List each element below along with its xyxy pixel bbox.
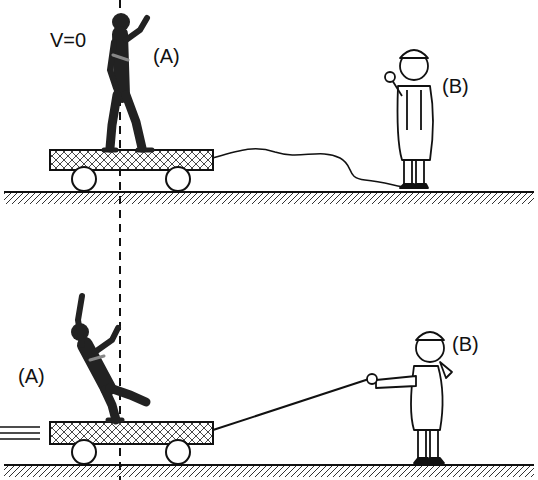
person-label: (A): [18, 366, 45, 386]
cart-wheel: [72, 440, 96, 464]
cart-platform: [50, 422, 213, 444]
slack-rope: [213, 149, 410, 188]
person-b-pulling: [367, 332, 452, 463]
person-a-standing: [104, 13, 152, 150]
cart-platform: [50, 150, 213, 170]
velocity-label: V=0: [50, 30, 86, 50]
motion-lines: [0, 427, 40, 439]
taut-rope: [213, 378, 372, 430]
person-label: (B): [442, 76, 469, 96]
reference-line: [119, 0, 121, 480]
cart-wheel: [166, 440, 190, 464]
person-label: (A): [153, 46, 180, 66]
cart-wheel: [72, 167, 96, 191]
person-a-falling: [71, 296, 146, 420]
person-b-holding: [385, 50, 433, 188]
cart-wheel: [166, 167, 190, 191]
person-label: (B): [452, 334, 479, 354]
ground-hatch: [4, 466, 534, 477]
ground-hatch: [4, 193, 534, 204]
